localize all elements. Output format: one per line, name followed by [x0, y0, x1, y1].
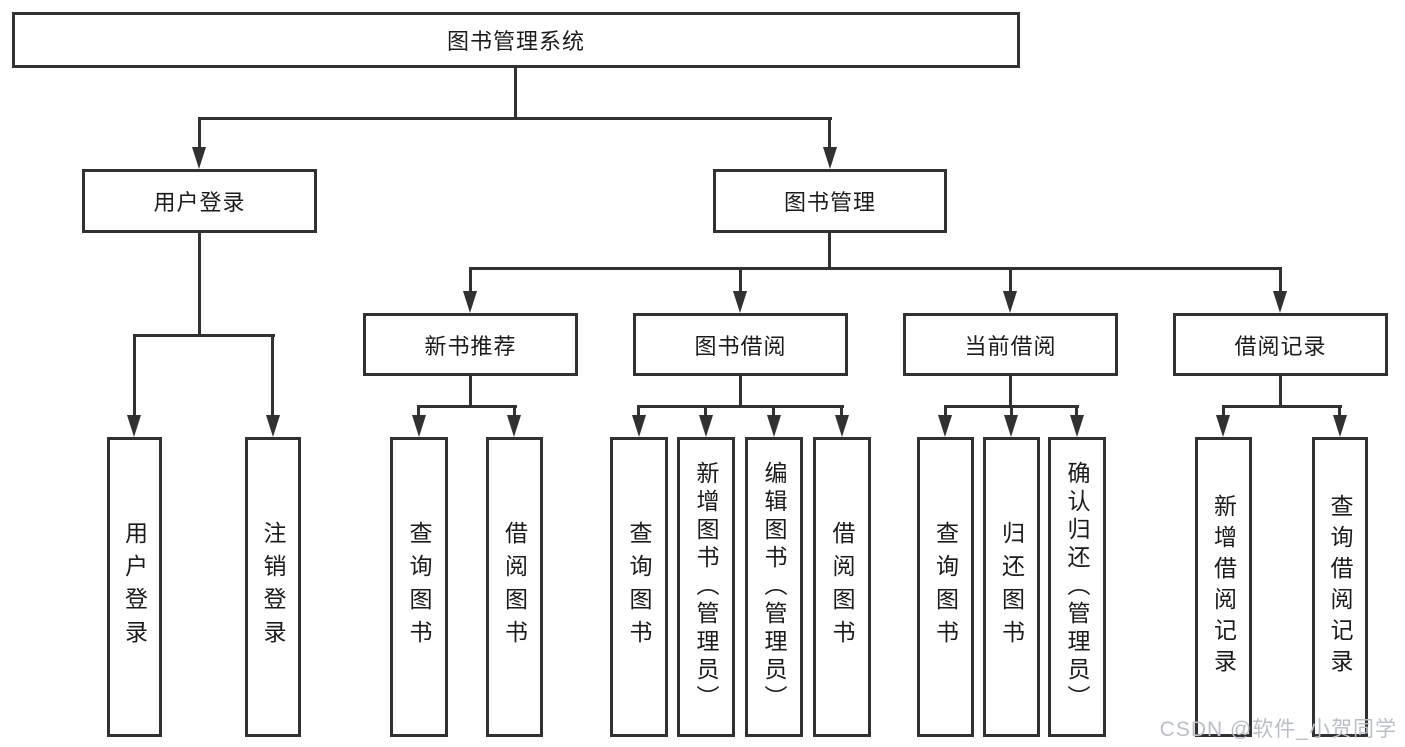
node-current-borrow: 当前借阅	[903, 313, 1118, 376]
connector-line	[1279, 270, 1282, 294]
connector-line	[828, 233, 831, 270]
connector-line	[271, 337, 274, 417]
connector-line	[1338, 408, 1341, 417]
connector-line	[944, 405, 1079, 408]
node-new-book-recommend-label: 新书推荐	[424, 333, 517, 359]
connector-line	[739, 270, 742, 294]
connector-line	[1009, 376, 1012, 408]
arrow-down-icon	[463, 291, 477, 313]
leaf-confirm-return-admin-label: 确认归还（管理员）	[1064, 461, 1090, 713]
leaf-add-book-admin: 新增图书（管理员）	[677, 437, 735, 737]
leaf-borrow-book-recommend-label: 借阅图书	[501, 521, 528, 653]
connector-line	[514, 68, 517, 120]
leaf-return-book-label: 归还图书	[998, 521, 1025, 653]
arrow-down-icon	[507, 415, 521, 437]
node-root: 图书管理系统	[12, 12, 1020, 68]
node-book-borrow-label: 图书借阅	[694, 333, 787, 359]
node-current-borrow-label: 当前借阅	[964, 333, 1057, 359]
connector-line	[469, 267, 1282, 270]
csdn-watermark: CSDN @软件_小贺同学	[1159, 718, 1397, 741]
leaf-query-book-borrow: 查询图书	[610, 437, 668, 737]
connector-line	[1010, 408, 1013, 417]
arrow-down-icon	[1333, 415, 1347, 437]
connector-line	[198, 120, 201, 150]
connector-line	[1279, 376, 1282, 408]
connector-line	[739, 376, 742, 408]
connector-line	[133, 334, 275, 337]
arrow-down-icon	[412, 415, 426, 437]
leaf-user-login: 用户登录	[107, 437, 162, 737]
leaf-add-borrow-record: 新增借阅记录	[1195, 437, 1252, 737]
leaf-query-book-recommend-label: 查询图书	[406, 521, 432, 653]
node-book-management: 图书管理	[713, 169, 947, 233]
node-book-management-label: 图书管理	[783, 190, 876, 215]
leaf-query-book-borrow-label: 查询图书	[626, 521, 652, 653]
leaf-query-borrow-record: 查询借阅记录	[1312, 437, 1368, 737]
leaf-add-borrow-record-label: 新增借阅记录	[1210, 494, 1237, 680]
leaf-query-book-recommend: 查询图书	[390, 437, 448, 737]
connector-line	[513, 408, 516, 417]
leaf-query-book-current-label: 查询图书	[932, 521, 959, 653]
leaf-borrow-book-recommend: 借阅图书	[486, 437, 543, 737]
connector-line	[704, 408, 707, 417]
connector-line	[417, 408, 420, 417]
arrow-down-icon	[632, 415, 646, 437]
arrow-down-icon	[1216, 415, 1230, 437]
arrow-down-icon	[1070, 415, 1084, 437]
leaf-confirm-return-admin: 确认归还（管理员）	[1048, 437, 1106, 737]
arrow-down-icon	[192, 147, 206, 169]
connector-line	[469, 376, 472, 408]
leaf-return-book: 归还图书	[983, 437, 1040, 737]
connector-line	[198, 233, 201, 337]
arrow-down-icon	[1004, 415, 1018, 437]
arrow-down-icon	[938, 415, 952, 437]
arrow-down-icon	[1003, 291, 1017, 313]
connector-line	[637, 405, 844, 408]
leaf-edit-book-admin: 编辑图书（管理员）	[745, 437, 803, 737]
connector-line	[133, 337, 136, 417]
arrow-down-icon	[823, 147, 837, 169]
arrow-down-icon	[835, 415, 849, 437]
connector-line	[772, 408, 775, 417]
leaf-edit-book-admin-label: 编辑图书（管理员）	[761, 461, 787, 713]
leaf-borrow-book-label: 借阅图书	[829, 521, 855, 653]
connector-line	[1222, 408, 1225, 417]
arrow-down-icon	[733, 291, 747, 313]
connector-line	[198, 117, 832, 120]
node-user-login-label: 用户登录	[153, 190, 246, 215]
node-root-label: 图书管理系统	[446, 29, 585, 54]
leaf-query-borrow-record-label: 查询借阅记录	[1327, 494, 1353, 680]
arrow-down-icon	[266, 415, 280, 437]
connector-line	[1075, 408, 1078, 417]
connector-line	[828, 120, 831, 150]
node-new-book-recommend: 新书推荐	[363, 313, 578, 376]
connector-line	[637, 408, 640, 417]
connector-line	[1009, 270, 1012, 294]
connector-line	[469, 270, 472, 294]
leaf-borrow-book: 借阅图书	[813, 437, 871, 737]
node-book-borrow: 图书借阅	[633, 313, 848, 376]
connector-line	[417, 405, 517, 408]
arrow-down-icon	[699, 415, 713, 437]
leaf-add-book-admin-label: 新增图书（管理员）	[693, 461, 719, 713]
connector-line	[1222, 405, 1342, 408]
arrow-down-icon	[1273, 291, 1287, 313]
node-user-login: 用户登录	[82, 169, 317, 233]
node-borrow-record-label: 借阅记录	[1234, 333, 1327, 359]
connector-line	[944, 408, 947, 417]
leaf-logout-label: 注销登录	[260, 521, 286, 653]
connector-line	[840, 408, 843, 417]
arrow-down-icon	[767, 415, 781, 437]
arrow-down-icon	[127, 415, 141, 437]
leaf-logout: 注销登录	[245, 437, 301, 737]
leaf-query-book-current: 查询图书	[917, 437, 974, 737]
node-borrow-record: 借阅记录	[1173, 313, 1388, 376]
leaf-user-login-label: 用户登录	[121, 521, 148, 653]
